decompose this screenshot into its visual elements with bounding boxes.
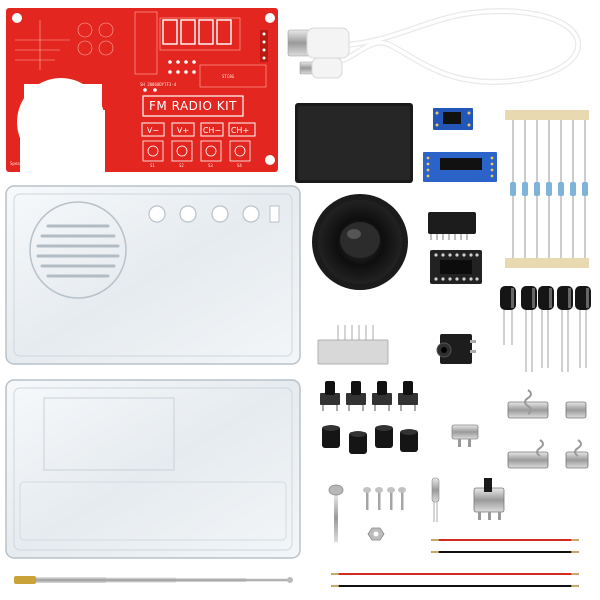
blue-module-large xyxy=(423,152,497,182)
pcb-button-labels: V− V+ CH− CH+ xyxy=(141,122,256,137)
micro-usb-connector xyxy=(299,57,343,79)
pcb-label-vol-down: V− xyxy=(147,126,159,135)
seven-segment-display xyxy=(317,325,389,365)
acrylic-case-top xyxy=(5,185,301,365)
ic-socket xyxy=(430,250,482,284)
electrolytic-capacitors xyxy=(500,286,591,372)
foam-pad xyxy=(295,103,413,183)
crystal-oscillator xyxy=(431,477,440,522)
usb-a-connector xyxy=(287,27,350,59)
wires xyxy=(331,539,579,587)
pcb-label-ch-up: CH+ xyxy=(231,126,249,135)
tactile-switches xyxy=(320,381,418,411)
screws xyxy=(328,484,406,542)
svg-text:S4: S4 xyxy=(237,163,242,168)
resistor-strip xyxy=(505,110,589,268)
blue-module-small xyxy=(433,108,473,130)
pcb-display-outline xyxy=(162,19,232,45)
button-caps xyxy=(322,425,418,454)
ic-chip xyxy=(428,212,476,240)
audio-jack xyxy=(436,334,476,364)
slide-switch xyxy=(473,478,505,520)
pcb-label-ch-down: CH− xyxy=(203,126,221,135)
pcb-board: SH 20068DY7F3-4 STC8G Speaker FM RADIO K… xyxy=(6,8,278,172)
acrylic-case-bottom xyxy=(5,379,301,559)
usb-cable xyxy=(287,8,581,85)
svg-text:SH 20068DY7F3-4: SH 20068DY7F3-4 xyxy=(140,82,177,87)
pcb-label-vol-up: V+ xyxy=(177,126,189,135)
speaker xyxy=(312,194,408,290)
svg-text:S1: S1 xyxy=(150,163,155,168)
svg-text:S3: S3 xyxy=(208,163,213,168)
svg-text:STC8G: STC8G xyxy=(222,74,235,79)
micro-usb-socket xyxy=(451,424,479,447)
svg-text:Speaker: Speaker xyxy=(10,161,27,166)
svg-text:S2: S2 xyxy=(179,163,184,168)
pcb-title: FM RADIO KIT xyxy=(149,99,237,113)
telescopic-antenna xyxy=(14,576,293,584)
battery-contacts xyxy=(507,389,589,469)
